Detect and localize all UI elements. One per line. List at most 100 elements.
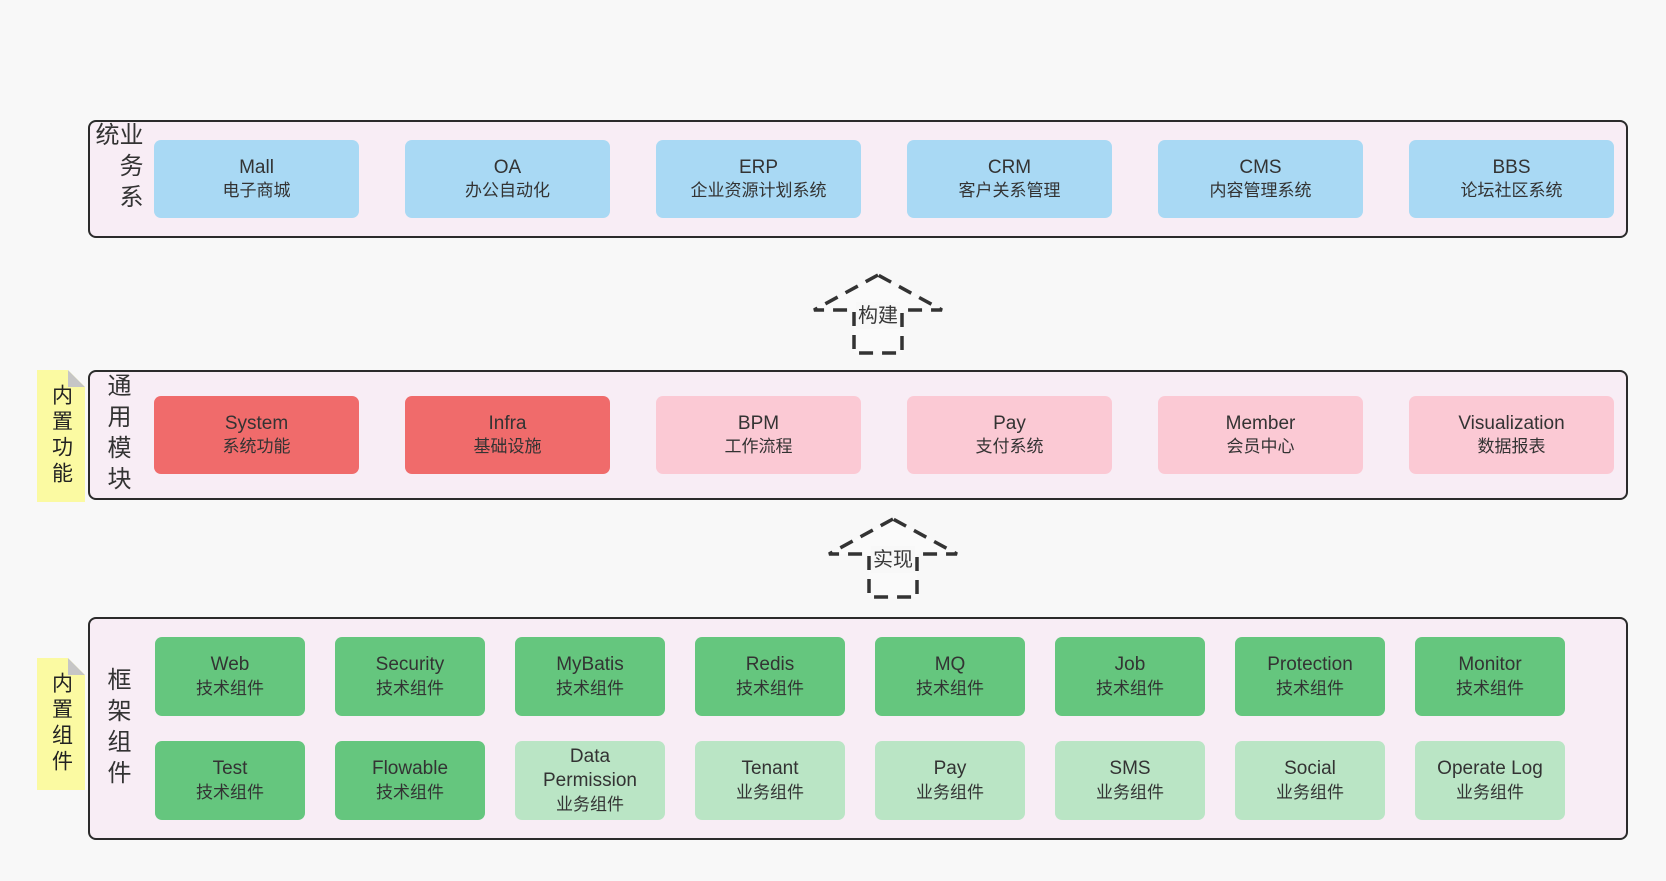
box-subtitle: 技术组件 (376, 678, 444, 698)
box-title: Monitor (1458, 654, 1522, 676)
box-subtitle: 业务组件 (1456, 782, 1524, 802)
box-subtitle: 系统功能 (222, 437, 291, 457)
box-bpm: BPM 工作流程 (656, 396, 861, 474)
section-framework-components: 框架组件 Web 技术组件 Security 技术组件 MyBatis 技术组件… (88, 617, 1628, 840)
box-title: Pay (933, 758, 967, 780)
box-title: Flowable (371, 758, 449, 780)
box-subtitle: 技术组件 (1276, 678, 1344, 698)
box-infra: Infra 基础设施 (405, 396, 610, 474)
box-pay-module: Pay 支付系统 (907, 396, 1112, 474)
folded-corner-icon (68, 370, 85, 387)
box-title: Job (1114, 654, 1146, 676)
box-bbs: BBS 论坛社区系统 (1409, 140, 1614, 218)
box-subtitle: 业务组件 (1276, 782, 1344, 802)
box-subtitle: 技术组件 (1456, 678, 1524, 698)
box-social: Social 业务组件 (1235, 741, 1385, 820)
box-erp: ERP 企业资源计划系统 (656, 140, 861, 218)
box-title: Operate Log (1437, 758, 1543, 780)
box-title: ERP (738, 156, 779, 178)
arrow-label-bg (856, 302, 900, 329)
box-tenant: Tenant 业务组件 (695, 741, 845, 820)
box-subtitle: 技术组件 (556, 678, 624, 698)
box-title: Test (212, 758, 248, 780)
box-title: CRM (987, 156, 1032, 178)
section-common-modules: 通用模块 System 系统功能 Infra 基础设施 BPM 工作流程 Pay… (88, 370, 1628, 500)
box-title: BBS (1492, 156, 1531, 178)
box-subtitle: 技术组件 (1096, 678, 1164, 698)
box-sms: SMS 业务组件 (1055, 741, 1205, 820)
box-protection: Protection 技术组件 (1235, 637, 1385, 716)
box-title: Tenant (741, 758, 799, 780)
box-subtitle: 业务组件 (556, 795, 624, 815)
box-title: BPM (737, 412, 780, 434)
box-oa: OA 办公自动化 (405, 140, 610, 218)
box-title: Mall (239, 156, 274, 178)
common-modules-label: 通用模块 (103, 373, 130, 497)
box-subtitle: 数据报表 (1477, 437, 1546, 457)
box-pay-component: Pay 业务组件 (875, 741, 1025, 820)
arrow-label-bg (871, 546, 915, 573)
tab-built-in-features: 内置功能 (37, 370, 85, 502)
box-security: Security 技术组件 (335, 637, 485, 716)
box-title: Data Permission (543, 745, 637, 792)
box-title: Pay (993, 412, 1026, 434)
section-business-systems: 业务系统 Mall 电子商城 OA 办公自动化 ERP 企业资源计划系统 CRM… (88, 120, 1628, 238)
box-subtitle: 业务组件 (736, 782, 804, 802)
box-title: SMS (1109, 758, 1151, 780)
box-web: Web 技术组件 (155, 637, 305, 716)
box-title: MyBatis (556, 654, 624, 676)
box-title: System (224, 412, 289, 434)
box-subtitle: 技术组件 (916, 678, 984, 698)
build-arrow-label: 构建 (858, 304, 898, 327)
box-data-permission: Data Permission 业务组件 (515, 741, 665, 820)
box-subtitle: 会员中心 (1226, 437, 1295, 457)
box-subtitle: 技术组件 (376, 782, 444, 802)
section-label-column: 通用模块 (90, 372, 142, 498)
box-subtitle: 技术组件 (196, 782, 264, 802)
box-subtitle: 支付系统 (975, 437, 1044, 457)
box-title: MQ (934, 654, 966, 676)
box-title: Social (1284, 758, 1336, 780)
framework-components-label: 框架组件 (103, 666, 130, 791)
box-subtitle: 内容管理系统 (1209, 181, 1312, 201)
box-title: CMS (1239, 156, 1282, 178)
tab-label: 内置功能 (49, 384, 73, 488)
box-member: Member 会员中心 (1158, 396, 1363, 474)
box-subtitle: 技术组件 (736, 678, 804, 698)
box-subtitle: 企业资源计划系统 (690, 181, 827, 201)
box-subtitle: 工作流程 (724, 437, 793, 457)
box-subtitle: 技术组件 (196, 678, 264, 698)
box-subtitle: 客户关系管理 (958, 181, 1061, 201)
box-title: Security (375, 654, 445, 676)
box-mybatis: MyBatis 技术组件 (515, 637, 665, 716)
tab-built-in-components: 内置组件 (37, 658, 85, 790)
business-systems-label: 业务系统 (91, 122, 142, 215)
box-mall: Mall 电子商城 (154, 140, 359, 218)
box-subtitle: 业务组件 (916, 782, 984, 802)
folded-corner-icon (68, 658, 85, 675)
box-title: Visualization (1458, 412, 1565, 434)
box-monitor: Monitor 技术组件 (1415, 637, 1565, 716)
box-cms: CMS 内容管理系统 (1158, 140, 1363, 218)
implement-arrow-label: 实现 (873, 548, 913, 571)
box-title: Infra (488, 412, 527, 434)
box-title: Protection (1267, 654, 1353, 676)
box-subtitle: 论坛社区系统 (1460, 181, 1563, 201)
box-subtitle: 电子商城 (222, 181, 291, 201)
box-subtitle: 办公自动化 (465, 181, 550, 201)
box-operate-log: Operate Log 业务组件 (1415, 741, 1565, 820)
box-title: Web (210, 654, 250, 676)
box-title: Redis (745, 654, 795, 676)
box-subtitle: 基础设施 (473, 437, 542, 457)
box-title: Member (1225, 412, 1296, 434)
implement-arrow: 实现 (828, 517, 958, 599)
box-system: System 系统功能 (154, 396, 359, 474)
section-label-column: 业务系统 (90, 122, 142, 236)
box-title: OA (493, 156, 522, 178)
box-subtitle: 业务组件 (1096, 782, 1164, 802)
box-test: Test 技术组件 (155, 741, 305, 820)
build-arrow: 构建 (813, 273, 943, 355)
business-systems-row: Mall 电子商城 OA 办公自动化 ERP 企业资源计划系统 CRM 客户关系… (142, 122, 1626, 236)
box-crm: CRM 客户关系管理 (907, 140, 1112, 218)
